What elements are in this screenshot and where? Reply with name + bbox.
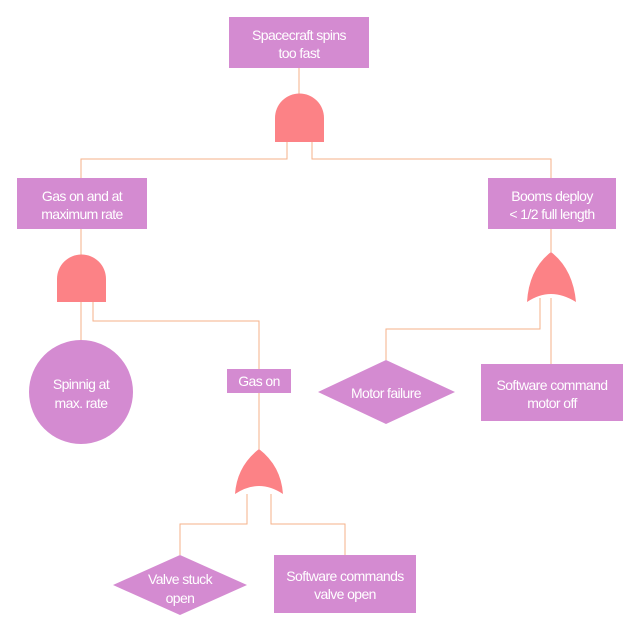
event-software-commands-valve-open[interactable]: Software commands valve open bbox=[274, 555, 416, 613]
event-software-command-motor-off[interactable]: Software command motor off bbox=[481, 364, 623, 421]
connector-or-gate-to-valve-stuck bbox=[179, 494, 248, 555]
event-label-line1: Booms deploy bbox=[511, 188, 593, 204]
event-label-line2: motor off bbox=[527, 395, 577, 411]
event-label: Gas on bbox=[238, 373, 280, 389]
event-valve-stuck-open[interactable]: Valve stuck open bbox=[113, 555, 247, 615]
event-label-line1: Gas on and at bbox=[42, 188, 123, 204]
event-label-line1: Software commands bbox=[286, 568, 404, 584]
event-label-line2: maximum rate bbox=[41, 206, 123, 222]
event-label-line1: Spinnig at bbox=[53, 376, 110, 392]
and-gate-icon[interactable] bbox=[275, 93, 324, 143]
event-gas-on[interactable]: Gas on bbox=[227, 369, 291, 393]
event-label-line1: Software command bbox=[496, 377, 607, 393]
event-spinning-max-rate[interactable]: Spinnig at max. rate bbox=[29, 340, 133, 444]
connectors bbox=[80, 68, 552, 555]
event-label-line2: valve open bbox=[314, 586, 376, 602]
event-motor-failure[interactable]: Motor failure bbox=[318, 360, 455, 424]
event-gas-on-max-rate[interactable]: Gas on and at maximum rate bbox=[17, 178, 147, 229]
event-label-line1: Valve stuck bbox=[148, 571, 214, 587]
event-label-line1: Spacecraft spins bbox=[252, 27, 346, 43]
event-spacecraft-spins-too-fast[interactable]: Spacecraft spins too fast bbox=[229, 17, 369, 68]
connector-and-gate-to-gas-on-max-rate bbox=[80, 142, 288, 178]
connector-or-gate-to-software-valve bbox=[270, 494, 346, 555]
event-booms-deploy[interactable]: Booms deploy < 1/2 full length bbox=[488, 178, 616, 229]
connector-or-gate-to-motor-failure bbox=[385, 298, 541, 360]
event-label-line2: max. rate bbox=[55, 395, 109, 411]
and-gate-icon[interactable] bbox=[57, 254, 106, 302]
or-gate-icon[interactable] bbox=[235, 449, 283, 494]
or-gate-icon[interactable] bbox=[527, 252, 576, 302]
event-label-line2: too fast bbox=[278, 45, 320, 61]
connector-and-gate-to-booms-deploy bbox=[311, 142, 552, 178]
event-label-line2: < 1/2 full length bbox=[509, 206, 594, 222]
event-label-line2: open bbox=[166, 590, 195, 606]
connector-and-gate-to-gas-on bbox=[92, 302, 260, 369]
event-label: Motor failure bbox=[351, 385, 422, 401]
